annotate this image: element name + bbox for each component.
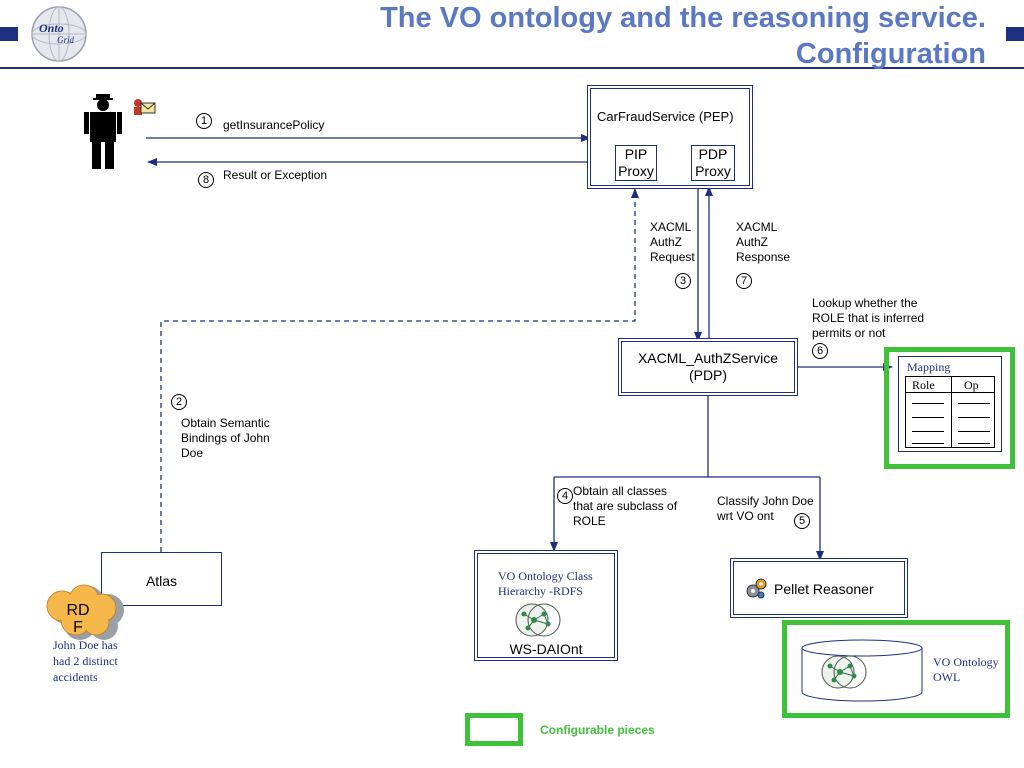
xacml-authz-service-box: XACML_AuthZService (PDP) bbox=[621, 341, 795, 393]
logo-text-top: Onto bbox=[39, 21, 64, 35]
pellet-gear-icon bbox=[744, 576, 768, 600]
mapping-row bbox=[912, 443, 944, 444]
user-figure bbox=[80, 92, 126, 172]
step-number-1: 1 bbox=[196, 113, 212, 129]
xacml-authz-service-label: XACML_AuthZService (PDP) bbox=[637, 350, 779, 383]
mapping-row bbox=[912, 417, 944, 418]
rdf-cloud: RD F bbox=[40, 584, 132, 642]
step-number-5: 5 bbox=[794, 513, 810, 529]
step-number-7: 7 bbox=[736, 273, 752, 289]
step-number-2: 2 bbox=[171, 394, 187, 410]
rdf-label: RD F bbox=[66, 602, 90, 636]
mapping-col-role: Role bbox=[912, 378, 935, 392]
vo-owl-highlight-frame bbox=[782, 620, 1010, 718]
mapping-row bbox=[958, 403, 990, 404]
corner-marker-right bbox=[1006, 27, 1024, 41]
step-label-result-or-exception: Result or Exception bbox=[223, 168, 328, 182]
pip-proxy-box: PIP Proxy bbox=[615, 145, 657, 181]
step-label-semantic-bindings: Obtain Semantic Bindings of John Doe bbox=[181, 416, 270, 460]
mapping-inner: Role Op bbox=[905, 376, 995, 448]
vo-owl-database bbox=[800, 638, 925, 702]
ws-daiont-box: VO Ontology Class Hierarchy -RDFS WS-DAI… bbox=[477, 553, 615, 658]
mapping-col-divider bbox=[951, 377, 952, 447]
step-label-authz-request: XACML AuthZ Request bbox=[650, 220, 695, 264]
step-number-8: 8 bbox=[198, 172, 214, 188]
mapping-row bbox=[958, 443, 990, 444]
mapping-table: Mapping Role Op bbox=[898, 356, 1002, 452]
mapping-row bbox=[958, 431, 990, 432]
mapping-col-op: Op bbox=[964, 378, 979, 392]
legend-swatch bbox=[465, 713, 523, 746]
slide-title: The VO ontology and the reasoning servic… bbox=[380, 0, 986, 72]
step-number-6: 6 bbox=[812, 343, 828, 359]
slide-title-line2: Configuration bbox=[795, 38, 986, 70]
step-label-get-insurance-policy: getInsurancePolicy bbox=[223, 118, 325, 132]
pdp-proxy-label: PDP Proxy bbox=[695, 146, 731, 179]
pellet-reasoner-box: Pellet Reasoner bbox=[733, 561, 905, 615]
owl-ontology-icon bbox=[820, 652, 870, 692]
rdfs-ontology-icon bbox=[514, 600, 564, 640]
step-label-subclass-query: Obtain all classes that are subclass of … bbox=[573, 484, 678, 528]
car-fraud-service-label: CarFraudService (PEP) bbox=[597, 109, 734, 124]
atlas-label: Atlas bbox=[145, 573, 178, 589]
ontogrid-logo: Onto Grid bbox=[30, 5, 88, 63]
step-number-4: 4 bbox=[557, 488, 573, 504]
mapping-row bbox=[912, 403, 944, 404]
legend-label: Configurable pieces bbox=[540, 723, 655, 737]
rdf-caption: John Doe has had 2 distinct accidents bbox=[53, 638, 118, 684]
vo-owl-label: VO Ontology OWL bbox=[933, 655, 999, 684]
pip-proxy-label: PIP Proxy bbox=[618, 146, 654, 179]
step-number-3: 3 bbox=[675, 273, 691, 289]
atlas-box: Atlas bbox=[101, 552, 222, 606]
ws-daiont-caption: VO Ontology Class Hierarchy -RDFS bbox=[498, 569, 593, 598]
car-fraud-service-box: CarFraudService (PEP) PIP Proxy PDP Prox… bbox=[590, 88, 750, 186]
step-label-authz-response: XACML AuthZ Response bbox=[736, 220, 791, 264]
mapping-row bbox=[958, 417, 990, 418]
pellet-reasoner-label: Pellet Reasoner bbox=[774, 581, 874, 597]
mapping-highlight-frame bbox=[884, 347, 1015, 469]
mapping-header-rule bbox=[906, 392, 994, 393]
step-label-lookup-role: Lookup whether the ROLE that is inferred… bbox=[812, 296, 925, 340]
mapping-title: Mapping bbox=[907, 360, 951, 374]
mail-user-icon bbox=[132, 97, 156, 117]
mapping-row bbox=[912, 431, 944, 432]
ws-daiont-label: WS-DAIOnt bbox=[509, 641, 583, 657]
header-rule bbox=[0, 67, 1024, 69]
slide-title-line1: The VO ontology and the reasoning servic… bbox=[380, 2, 986, 34]
corner-marker-left bbox=[0, 27, 18, 41]
arrow-semantic-bindings bbox=[160, 188, 639, 552]
logo-text-bottom: Grid bbox=[57, 35, 75, 45]
pdp-proxy-box: PDP Proxy bbox=[691, 145, 735, 181]
step-label-classify: Classify John Doe wrt VO ont bbox=[717, 494, 814, 523]
